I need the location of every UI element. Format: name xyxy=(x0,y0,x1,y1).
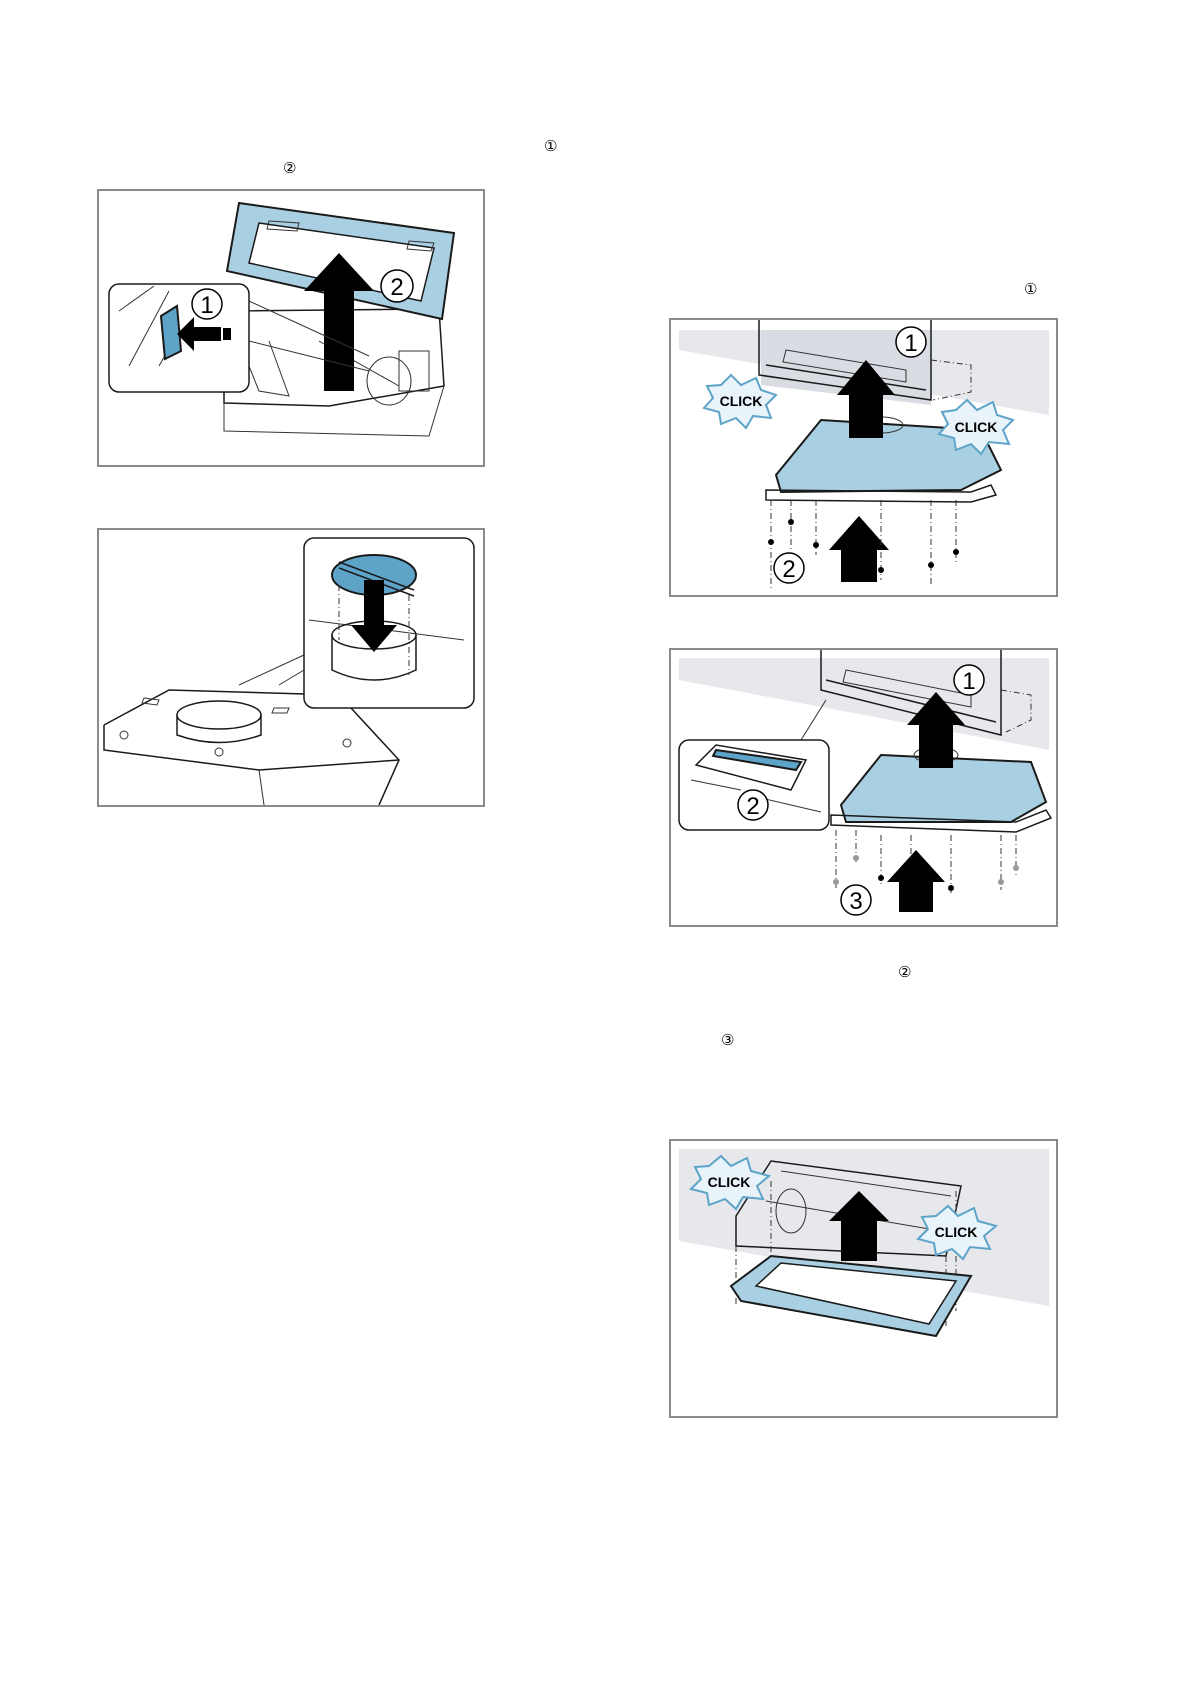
step-marker-2: ② xyxy=(283,161,296,176)
screw-hood-step-1-label: 1 xyxy=(962,668,975,695)
step-marker-2-right: ② xyxy=(898,965,911,980)
insert-filter-click-right: CLICK xyxy=(935,1224,978,1240)
figure-insert-filter: CLICK CLICK xyxy=(669,1139,1058,1418)
remove-filter-step-2-label: 2 xyxy=(390,274,403,301)
insert-hood-click-right: CLICK xyxy=(955,419,998,435)
screw-hood-step-2-label: 2 xyxy=(746,793,759,820)
screw-hood-step-3-label: 3 xyxy=(849,888,862,915)
step-marker-1: ① xyxy=(544,139,557,154)
remove-filter-illustration: 2 1 xyxy=(99,191,483,465)
damper-flap-illustration xyxy=(99,530,483,805)
insert-hood-click-left: CLICK xyxy=(720,393,763,409)
insert-filter-illustration: CLICK CLICK xyxy=(671,1141,1056,1416)
insert-filter-click-left: CLICK xyxy=(708,1174,751,1190)
step-marker-3-right: ③ xyxy=(721,1033,734,1048)
insert-hood-step-2-label: 2 xyxy=(782,556,795,583)
insert-hood-step-1-label: 1 xyxy=(904,330,917,357)
step-marker-1-right: ① xyxy=(1024,282,1037,297)
figure-remove-filter: 2 1 xyxy=(97,189,485,467)
figure-damper-flap xyxy=(97,528,485,807)
insert-hood-illustration: 1 2 CLICK CLICK xyxy=(671,320,1056,595)
remove-filter-step-1-label: 1 xyxy=(200,292,213,319)
figure-screw-hood: 2 1 3 xyxy=(669,648,1058,927)
screw-hood-illustration: 2 1 3 xyxy=(671,650,1056,925)
figure-insert-hood: 1 2 CLICK CLICK xyxy=(669,318,1058,597)
